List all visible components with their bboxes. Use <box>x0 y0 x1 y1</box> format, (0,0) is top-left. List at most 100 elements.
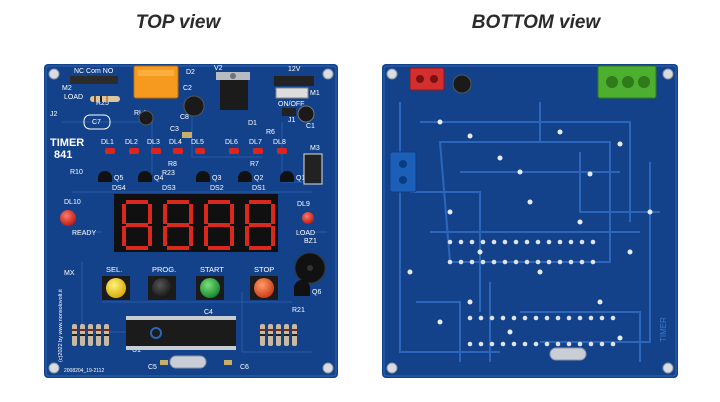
load-led-label: LOAD <box>296 230 315 237</box>
copyright-label: (c)2022 by www.nonsolovolt.it <box>58 289 64 362</box>
push-button-4[interactable] <box>254 278 274 298</box>
led-6 <box>229 148 239 154</box>
j1-label: J1 <box>288 117 296 124</box>
bottom-view-board-photo: TIMER <box>380 62 680 380</box>
transistor-label-q4: Q4 <box>154 175 163 182</box>
red-terminal-block <box>409 67 445 91</box>
led-label-3: DL3 <box>147 139 160 146</box>
transistor-q1 <box>280 171 294 182</box>
dl9-label: DL9 <box>297 201 310 208</box>
r23-label: R23 <box>162 170 175 177</box>
top-view-board-photo: NC Com NO M2 LOAD R25 C7 J2 RL1 D2 V2 C2… <box>42 62 340 380</box>
bottom-brand-label: TIMER <box>659 317 668 342</box>
digit-4 <box>245 200 275 250</box>
bottom-view-title: BOTTOM view <box>471 12 601 33</box>
push-button-3[interactable] <box>200 278 220 298</box>
brand-line2: 841 <box>54 149 72 161</box>
led-label-5: DL5 <box>191 139 204 146</box>
top-view-board-svg: NC Com NO M2 LOAD R25 C7 J2 RL1 D2 V2 C2… <box>44 64 338 378</box>
c4-label: C4 <box>204 309 213 316</box>
ready-label: READY <box>72 230 96 237</box>
c7-label: C7 <box>92 119 101 126</box>
c5-label: C5 <box>148 364 157 371</box>
load-led <box>302 212 314 224</box>
voltage-regulator <box>220 80 248 110</box>
bz1-label: BZ1 <box>304 238 317 245</box>
transistor-q3 <box>196 171 210 182</box>
digit-1 <box>122 200 152 250</box>
power-terminal <box>274 76 314 86</box>
seven-segment-displays <box>114 194 278 252</box>
led-row <box>105 148 287 154</box>
serial-label: 2008204_19-2112 <box>64 368 104 374</box>
transistor-q5 <box>98 171 112 182</box>
c6-label: C6 <box>240 364 249 371</box>
button-label-1: SEL. <box>106 265 122 274</box>
led-5 <box>195 148 205 154</box>
bottom-view-board-svg: TIMER <box>382 64 678 378</box>
transistor-label-q2: Q2 <box>254 175 263 182</box>
display-label-ds1: DS1 <box>252 185 266 192</box>
m2-label: M2 <box>62 85 72 92</box>
r21-label: R21 <box>292 307 305 314</box>
led-label-7: DL7 <box>249 139 262 146</box>
digit-3 <box>204 200 234 250</box>
resistor-r25 <box>90 96 120 102</box>
c8-label: C8 <box>180 114 189 121</box>
u1-label: U1 <box>132 347 141 354</box>
button-label-2: PROG. <box>152 265 176 274</box>
blue-terminal-block <box>389 151 417 193</box>
mx-label: MX <box>64 270 75 277</box>
d1-label: D1 <box>248 120 257 127</box>
v2-label: V2 <box>214 65 223 72</box>
voltage-label: 12V <box>288 66 301 73</box>
j2-label: J2 <box>50 111 58 118</box>
mounting-holes <box>48 68 334 374</box>
c2-label: C2 <box>183 85 192 92</box>
button-label-4: STOP <box>254 265 274 274</box>
capacitor-c1 <box>297 105 315 123</box>
r8-label: R8 <box>168 161 177 168</box>
m3-label: M3 <box>310 145 320 152</box>
led-label-4: DL4 <box>169 139 182 146</box>
transistor-label-q3: Q3 <box>212 175 221 182</box>
m1-label: M1 <box>310 90 320 97</box>
pcb-bottom <box>382 64 678 378</box>
m3-connector <box>303 153 323 185</box>
digit-2 <box>163 200 193 250</box>
led-1 <box>105 148 115 154</box>
crystal <box>169 355 207 369</box>
on-off-switch[interactable] <box>282 108 296 116</box>
push-button-2[interactable] <box>152 278 172 298</box>
c1-label: C1 <box>306 123 315 130</box>
capacitor-c8 <box>183 95 205 117</box>
transistor-label-q1: Q1 <box>296 175 305 182</box>
q6-label: Q6 <box>312 289 321 296</box>
microcontroller-u1 <box>126 320 236 346</box>
r25-label: R25 <box>96 100 109 107</box>
led-2 <box>129 148 139 154</box>
c3-label: C3 <box>170 126 179 133</box>
load-terminal-top <box>70 76 118 84</box>
top-view-title: TOP view <box>135 12 221 33</box>
r7-label: R7 <box>250 161 259 168</box>
push-button-1[interactable] <box>106 278 126 298</box>
relay-contacts-label: NC Com NO <box>74 68 114 75</box>
ready-led <box>60 210 76 226</box>
r10-label: R10 <box>70 169 83 176</box>
display-label-ds4: DS4 <box>112 185 126 192</box>
load-label: LOAD <box>64 94 83 101</box>
transistor-q4 <box>138 171 152 182</box>
on-off-label: ON/OFF <box>278 101 304 108</box>
led-4 <box>173 148 183 154</box>
led-7 <box>253 148 263 154</box>
transistor-q2 <box>238 171 252 182</box>
r6-label: R6 <box>266 129 275 136</box>
led-8 <box>277 148 287 154</box>
display-label-ds3: DS3 <box>162 185 176 192</box>
d2-label: D2 <box>186 69 195 76</box>
brand-line1: TIMER <box>50 137 84 149</box>
led-label-6: DL6 <box>225 139 238 146</box>
transistor-label-q5: Q5 <box>114 175 123 182</box>
dl10-label: DL10 <box>64 199 81 206</box>
